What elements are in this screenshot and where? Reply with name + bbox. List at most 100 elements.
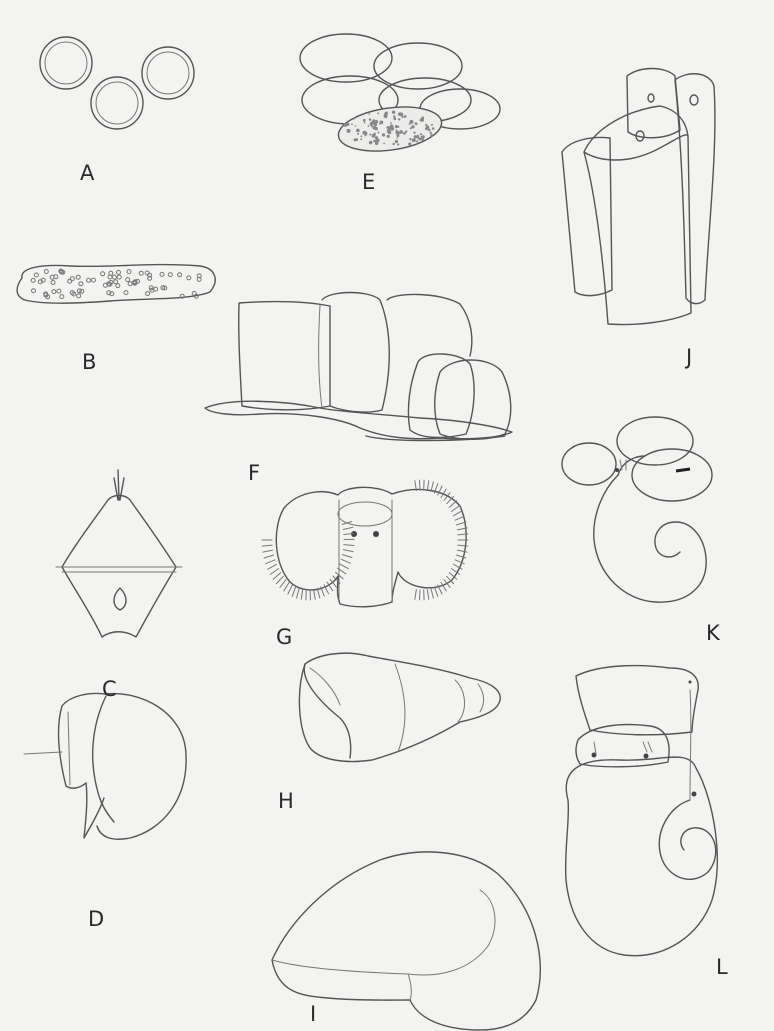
egg-dot [116,284,120,288]
stipple-dot [377,112,379,114]
cilium [297,589,300,599]
stipple-dot [411,125,414,128]
egg-dot [117,275,121,279]
stipple-dot [430,132,432,134]
stipple-dot [431,124,433,126]
label-h: H [278,791,294,812]
cilium [301,590,303,600]
stipple-dot [355,125,357,127]
stipple-dot [357,133,359,135]
stipple-dot [363,119,366,122]
cilium [420,590,421,600]
stipple-dot [399,130,403,134]
drawing-c-trochophore [56,470,182,637]
egg-dot [126,278,130,282]
stipple-dot [387,129,390,132]
cilium [266,560,275,564]
cilium [434,587,437,596]
drawing-f-cells [205,293,512,441]
egg-dot [70,277,74,281]
drawing-l-veliger [566,666,718,956]
stipple-dot [351,124,353,126]
egg-dot [77,289,81,293]
stipple-dot [393,143,395,145]
cilium [457,550,467,552]
label-i: I [310,1004,316,1025]
label-a: A [80,163,94,184]
egg-dot [31,278,35,282]
cilium [456,522,466,525]
stipple-dot [392,111,395,114]
stipple-dot [422,138,425,141]
stipple-dot [396,137,398,139]
stipple-dot [428,129,431,132]
stipple-dot [430,134,433,137]
stipple-dot [393,117,396,120]
egg-dot [160,272,164,276]
label-e: E [362,172,375,193]
stipple-dot [409,120,413,124]
stipple-dot [373,140,376,143]
stipple-dot [374,133,376,135]
drawing-d-veliger [24,694,186,840]
cilium [262,545,272,546]
egg-dot [154,287,158,291]
egg-dot [76,275,80,279]
egg-dot [87,278,91,282]
stipple-dot [420,118,424,122]
cilium [284,583,289,592]
stipple-dot [397,143,399,145]
egg-dot [127,270,131,274]
stipple-dot [403,132,406,135]
stipple-dot [386,112,388,114]
stipple-dot [353,118,355,120]
label-c: C [102,679,117,700]
stipple-dot [422,135,425,138]
stipple-dot [432,127,435,130]
egg-dot [114,280,118,284]
stipple-dot [368,113,370,115]
label-f: F [248,463,260,484]
stipple-dot [393,115,395,117]
egg-dot [187,276,191,280]
cilium [454,511,463,516]
label-j: J [686,347,692,368]
stipple-dot [395,125,398,128]
label-g: G [276,627,292,648]
stipple-dot [375,120,378,123]
stipple-dot [415,122,418,125]
cilium [420,480,421,490]
stipple-dot [370,122,374,126]
label-l: L [716,957,728,978]
egg-dot [178,273,182,277]
stipple-dot [397,134,400,137]
egg-dot [32,289,36,293]
stipple-dot [379,123,381,125]
stipple-dot [360,135,362,137]
drawing-g-larva [262,480,468,607]
stipple-dot [387,135,390,138]
cilium [431,589,434,599]
egg-dot [128,282,132,286]
stipple-dot [383,143,385,145]
drawing-e-egg-mass [300,34,500,157]
cilium [341,559,350,563]
stipple-dot [374,123,377,126]
stipple-dot [416,140,418,142]
egg-dot [34,273,38,277]
cilium [263,550,273,552]
stipple-dot [375,136,378,139]
stipple-dot [344,123,348,127]
drawing-h-shell [299,653,500,761]
drawing-a-eggs [40,37,194,129]
stipple-dot [369,134,371,136]
egg-dot [112,275,116,279]
stipple-dot [382,133,385,136]
drawing-j-cells [562,69,715,325]
cilium [340,564,349,569]
stipple-dot [364,122,366,124]
stipple-dot [409,123,411,125]
stipple-dot [375,127,378,130]
